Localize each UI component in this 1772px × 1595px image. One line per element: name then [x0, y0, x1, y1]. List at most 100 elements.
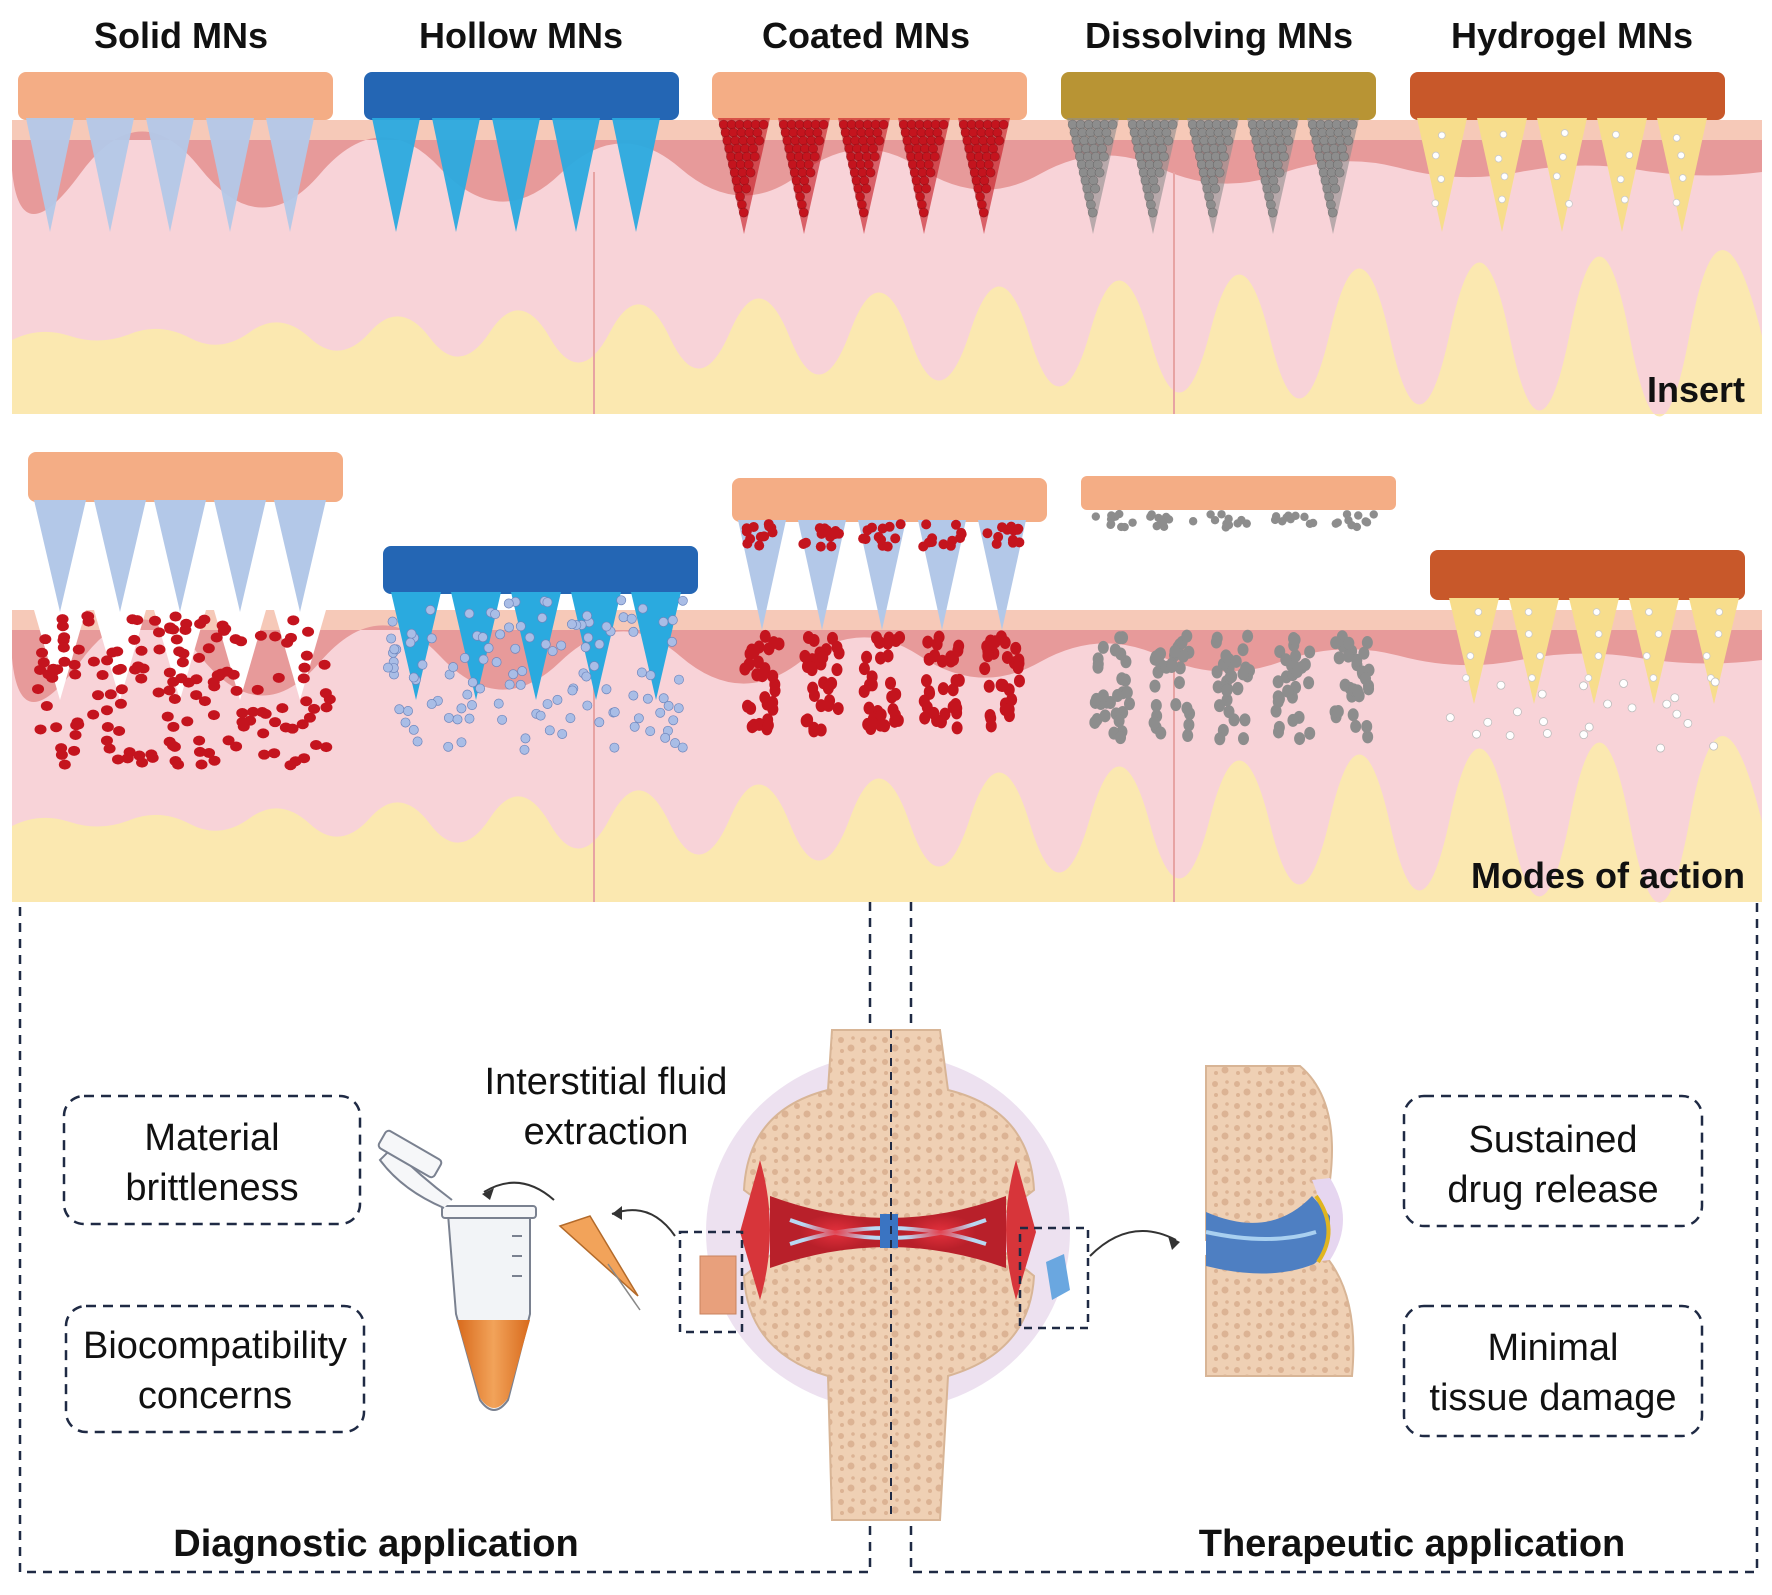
blue-particle	[629, 721, 640, 732]
red-particle	[161, 711, 174, 722]
drug-particle	[1559, 153, 1567, 161]
microcentrifuge-tube	[377, 1129, 537, 1411]
drug-particle	[1525, 630, 1533, 638]
drug-particle	[1500, 172, 1509, 181]
red-particle	[799, 649, 811, 663]
particle	[1270, 183, 1281, 194]
grey-particle	[1363, 682, 1375, 696]
grey-particle	[1106, 519, 1116, 529]
blue-particle	[452, 714, 463, 725]
particle	[934, 135, 945, 146]
arrowhead	[482, 1188, 494, 1200]
blue-particle	[668, 715, 679, 726]
red-particle	[194, 618, 207, 629]
blue-particle	[389, 644, 400, 655]
mn-type-label: Dissolving MNs	[1085, 15, 1353, 56]
particle	[1217, 143, 1228, 154]
blue-particle	[557, 729, 568, 739]
blue-particle	[609, 707, 620, 718]
box-text: Sustained	[1468, 1119, 1637, 1161]
red-particle	[297, 673, 310, 684]
extraction-label: Interstitial fluid	[485, 1061, 728, 1103]
grey-particle	[1237, 643, 1249, 657]
red-particle	[193, 652, 206, 663]
grey-particle	[1119, 673, 1131, 687]
particle	[932, 127, 943, 138]
coating-particle	[763, 519, 774, 530]
red-particle	[933, 630, 945, 644]
blue-particle	[497, 714, 508, 725]
particle	[1287, 119, 1298, 130]
red-particle	[951, 721, 963, 735]
particle	[1325, 199, 1336, 210]
blue-particle	[490, 609, 501, 620]
blue-particle	[655, 707, 666, 718]
drug-particle	[1565, 200, 1573, 208]
blue-particle	[503, 598, 514, 609]
drug-particle	[1594, 630, 1603, 638]
grey-particle	[1272, 675, 1284, 689]
red-particle	[802, 713, 814, 727]
blue-particle	[542, 597, 553, 608]
coating-particle	[815, 541, 826, 552]
grey-particle	[1342, 649, 1354, 663]
red-particle	[190, 690, 203, 701]
coating-particle	[884, 521, 895, 532]
solid-needle	[214, 500, 266, 612]
box-text: tissue damage	[1429, 1377, 1676, 1419]
blue-particle	[542, 699, 553, 709]
red-particle	[202, 643, 215, 654]
knee-joint	[678, 1029, 1090, 1521]
particle	[1272, 159, 1283, 170]
hollow-mn-patch	[364, 72, 679, 120]
fat-layer	[12, 735, 1762, 903]
hollow-needle	[432, 118, 480, 232]
hydrogel-needle	[1629, 598, 1679, 704]
hydrogel-needle	[1417, 118, 1467, 232]
grey-particle	[1173, 676, 1185, 690]
mn-type-label: Hydrogel MNs	[1451, 15, 1693, 56]
particle	[915, 191, 925, 202]
drug-particle	[1677, 151, 1685, 160]
red-particle	[257, 728, 270, 739]
particle	[1159, 151, 1169, 162]
red-particle	[272, 672, 285, 683]
grey-particle	[1149, 679, 1161, 693]
grey-particle	[1112, 689, 1124, 703]
red-particle	[68, 745, 81, 756]
arrowhead	[1168, 1236, 1180, 1250]
blue-particle	[443, 741, 454, 752]
solid-needle	[94, 500, 146, 612]
red-particle	[128, 634, 141, 645]
released-drug	[1619, 679, 1628, 688]
particle	[1152, 159, 1163, 170]
grey-particle	[1149, 652, 1161, 666]
particle	[750, 151, 760, 162]
box-text: brittleness	[125, 1167, 298, 1209]
particle	[1144, 191, 1154, 202]
drug-particle	[1462, 674, 1470, 682]
released-drug	[1670, 693, 1680, 703]
particle	[1157, 143, 1168, 154]
red-particle	[320, 702, 333, 713]
red-particle	[766, 700, 778, 714]
hollow-needle	[391, 592, 441, 700]
particle	[1087, 207, 1098, 218]
particle	[1328, 175, 1339, 186]
particle	[1207, 207, 1218, 218]
red-particle	[152, 687, 165, 698]
blue-particle	[412, 736, 423, 747]
coating-particle	[938, 539, 949, 550]
blue-particle	[405, 637, 416, 648]
red-particle	[47, 663, 60, 674]
zoomed-joint	[1205, 1065, 1355, 1377]
released-drug	[1709, 741, 1719, 751]
red-particle	[230, 685, 243, 696]
red-particle	[114, 663, 127, 674]
particle	[872, 127, 883, 138]
red-particle	[762, 718, 774, 732]
red-particle	[889, 714, 901, 728]
red-particle	[57, 642, 70, 653]
grey-particle	[1361, 719, 1373, 733]
red-particle	[153, 644, 166, 655]
